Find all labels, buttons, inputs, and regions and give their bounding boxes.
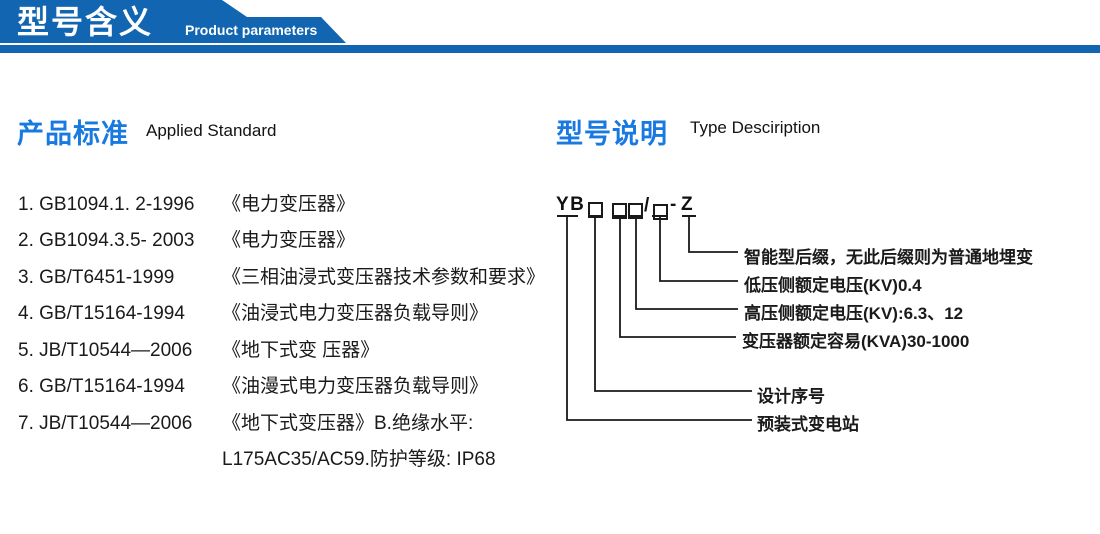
page-title: 型号含义	[17, 4, 154, 40]
standard-code: 1. GB1094.1. 2-1996	[18, 194, 195, 215]
standard-name: 《油漫式电力变压器负载导则》	[222, 376, 489, 397]
model-code-connector-lines	[557, 215, 752, 421]
model-code-prefix: YB	[556, 194, 586, 215]
standard-name: 《地下式变 压器》	[222, 340, 380, 361]
standard-code: 5. JB/T10544—2006	[18, 340, 193, 361]
page-subtitle: Product parameters	[185, 22, 318, 38]
standard-item: 5. JB/T10544—2006 《地下式变 压器》	[18, 339, 379, 362]
model-code-slash: /	[644, 195, 650, 216]
standard-item: 6. GB/T15164-1994 《油漫式电力变压器负载导则》	[18, 375, 488, 398]
standard-item: 3. GB/T6451-1999 《三相油浸式变压器技术参数和要求》	[18, 266, 545, 289]
model-label-prefab-substation: 预装式变电站	[757, 415, 859, 434]
standard-code: 7. JB/T10544—2006	[18, 413, 193, 434]
standards-section-title: 产品标准	[17, 119, 129, 149]
standard-name: L175AC35/AC59.防护等级: IP68	[222, 449, 496, 470]
model-label-rated-capacity: 变压器额定容易(KVA)30-1000	[742, 332, 970, 351]
standard-name: 《油浸式电力变压器负载导则》	[222, 303, 489, 324]
standard-name: 《三相油浸式变压器技术参数和要求》	[222, 267, 546, 288]
model-section-title: 型号说明	[556, 119, 668, 149]
model-label-low-voltage: 低压侧额定电压(KV)0.4	[744, 276, 922, 295]
standard-name: 《地下式变压器》B.绝缘水平:	[222, 413, 474, 434]
standard-item: 2. GB1094.3.5- 2003 《电力变压器》	[18, 229, 355, 252]
standard-code: 4. GB/T15164-1994	[18, 303, 185, 324]
standard-name: 《电力变压器》	[222, 230, 356, 251]
standard-item: 7. JB/T10544—2006 《地下式变压器》B.绝缘水平:	[18, 412, 473, 435]
model-code-dash: -	[670, 194, 677, 215]
standard-item: 4. GB/T15164-1994 《油浸式电力变压器负载导则》	[18, 302, 488, 325]
standard-item: L175AC35/AC59.防护等级: IP68	[18, 448, 496, 471]
standard-code: 3. GB/T6451-1999	[18, 267, 175, 288]
model-section-subtitle: Type Desciription	[690, 118, 821, 137]
model-code-suffix: Z	[681, 194, 693, 215]
standard-code	[18, 448, 222, 471]
standards-section-subtitle: Applied Standard	[146, 121, 277, 140]
standard-name: 《电力变压器》	[222, 194, 356, 215]
standard-code: 6. GB/T15164-1994	[18, 376, 185, 397]
model-label-design-serial: 设计序号	[757, 387, 825, 406]
standard-item: 1. GB1094.1. 2-1996 《电力变压器》	[18, 193, 355, 216]
standard-code: 2. GB1094.3.5- 2003	[18, 230, 195, 251]
model-label-high-voltage: 高压侧额定电压(KV):6.3、12	[744, 304, 964, 323]
header-underline-bar	[0, 45, 1100, 53]
model-label-smart-suffix: 智能型后缀，无此后缀则为普通地埋变	[744, 248, 1033, 267]
